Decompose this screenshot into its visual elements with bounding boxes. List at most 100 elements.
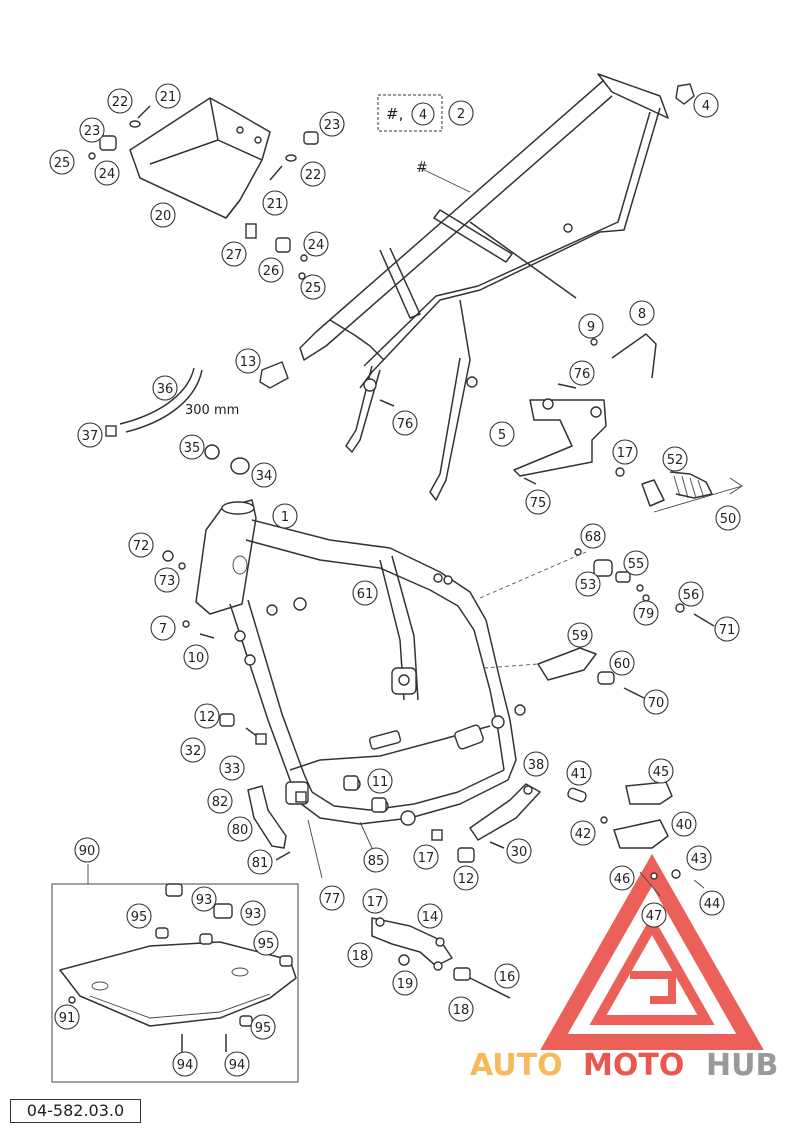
part-callout: 76 <box>392 410 418 436</box>
callout-circle <box>227 816 253 842</box>
part-callout: 27 <box>221 241 247 267</box>
part-callout: 40 <box>671 811 697 837</box>
callout-circle <box>566 760 592 786</box>
callout-circle <box>250 1014 276 1040</box>
part-callout: 12 <box>194 703 220 729</box>
rear-subframe: # <box>299 73 669 501</box>
hose-clamp <box>204 444 220 460</box>
part-callout: 91 <box>54 1004 80 1030</box>
part-callout: 56 <box>678 581 704 607</box>
part-callout: 23 <box>79 117 105 143</box>
callout-circle <box>180 737 206 763</box>
part-callout: 11 <box>367 768 393 794</box>
callout-number: 59 <box>572 629 589 644</box>
part-callout: 18 <box>448 996 474 1022</box>
callout-circle <box>363 847 389 873</box>
callout-number: 41 <box>571 767 588 782</box>
callout-number: 14 <box>422 910 439 925</box>
callout-circle <box>367 768 393 794</box>
part-callout: 24 <box>94 160 120 186</box>
callout-number: 12 <box>199 710 216 725</box>
part-callout: 32 <box>180 737 206 763</box>
callout-circle <box>525 489 551 515</box>
callout-number: 22 <box>305 168 322 183</box>
callout-number: 73 <box>159 574 176 589</box>
part-callout: 47 <box>641 902 667 928</box>
callout-number: 22 <box>112 95 129 110</box>
callout-circle <box>633 600 659 626</box>
footrest-bracket <box>513 398 607 477</box>
callout-circle <box>224 1051 250 1077</box>
callout-circle <box>253 930 279 956</box>
part-callout: 14 <box>417 903 443 929</box>
brake-lever <box>469 783 541 841</box>
hose-ring <box>230 457 250 475</box>
callout-circle <box>575 571 601 597</box>
callout-circle <box>714 616 740 642</box>
callout-number: 80 <box>232 823 249 838</box>
part-callout: 4 <box>693 92 719 118</box>
callout-number: 91 <box>59 1011 76 1026</box>
callout-number: 70 <box>648 696 665 711</box>
callout-number: 53 <box>580 578 597 593</box>
callout-circle <box>221 241 247 267</box>
part-callout: 93 <box>240 900 266 926</box>
callout-number: 82 <box>212 795 229 810</box>
part-callout: 72 <box>128 532 154 558</box>
callout-circle <box>154 567 180 593</box>
callout-circle <box>715 505 741 531</box>
callout-number: 9 <box>587 320 595 335</box>
callout-circle <box>77 422 103 448</box>
side-stand <box>371 917 511 999</box>
callout-circle <box>580 523 606 549</box>
callout-circle <box>629 300 655 326</box>
part-callout: 94 <box>172 1051 198 1077</box>
callout-number: 93 <box>245 907 262 922</box>
part-callout: 73 <box>154 567 180 593</box>
callout-number: 61 <box>357 587 374 602</box>
part-callout: 10 <box>183 644 209 670</box>
part-callout: 17 <box>413 844 439 870</box>
callout-number: 77 <box>324 892 341 907</box>
callout-number: 13 <box>240 355 257 370</box>
part-callout: 37 <box>77 422 103 448</box>
callout-circle <box>251 462 277 488</box>
callout-circle <box>128 532 154 558</box>
callout-circle <box>49 149 75 175</box>
part-callout: 35 <box>179 434 205 460</box>
hose-length-label: 300 mm <box>185 403 239 418</box>
callout-number: 75 <box>530 496 547 511</box>
callout-circle <box>678 581 704 607</box>
callout-number: 42 <box>575 827 592 842</box>
callout-circle <box>183 644 209 670</box>
callout-number: 12 <box>458 872 475 887</box>
part-callout: 25 <box>49 149 75 175</box>
callout-circle <box>506 838 532 864</box>
part-callout: 22 <box>107 88 133 114</box>
callout-circle <box>152 375 178 401</box>
callout-number: 94 <box>177 1058 194 1073</box>
callout-circle <box>612 439 638 465</box>
part-callout: 25 <box>300 274 326 300</box>
set-indicator: #, 4 <box>377 94 443 132</box>
callout-circle <box>392 970 418 996</box>
part-callout: 50 <box>715 505 741 531</box>
part-callout: 42 <box>570 820 596 846</box>
part-callout: 55 <box>623 550 649 576</box>
watermark-wordmark: AUTO MOTO HUB <box>470 1048 778 1083</box>
callout-number: 76 <box>397 417 414 432</box>
callout-circle <box>126 903 152 929</box>
part-callout: 20 <box>150 202 176 228</box>
callout-number: 55 <box>628 557 645 572</box>
callout-number: 16 <box>499 970 516 985</box>
callout-circle <box>623 550 649 576</box>
chain-slider <box>537 647 645 699</box>
skid-plate-kit <box>51 864 299 1083</box>
callout-number: 27 <box>226 248 243 263</box>
callout-number: 43 <box>691 852 708 867</box>
callout-number: 5 <box>498 428 506 443</box>
set-part-number: 4 <box>419 108 427 123</box>
callout-circle <box>235 348 261 374</box>
callout-circle <box>494 963 520 989</box>
callout-number: 68 <box>585 530 602 545</box>
